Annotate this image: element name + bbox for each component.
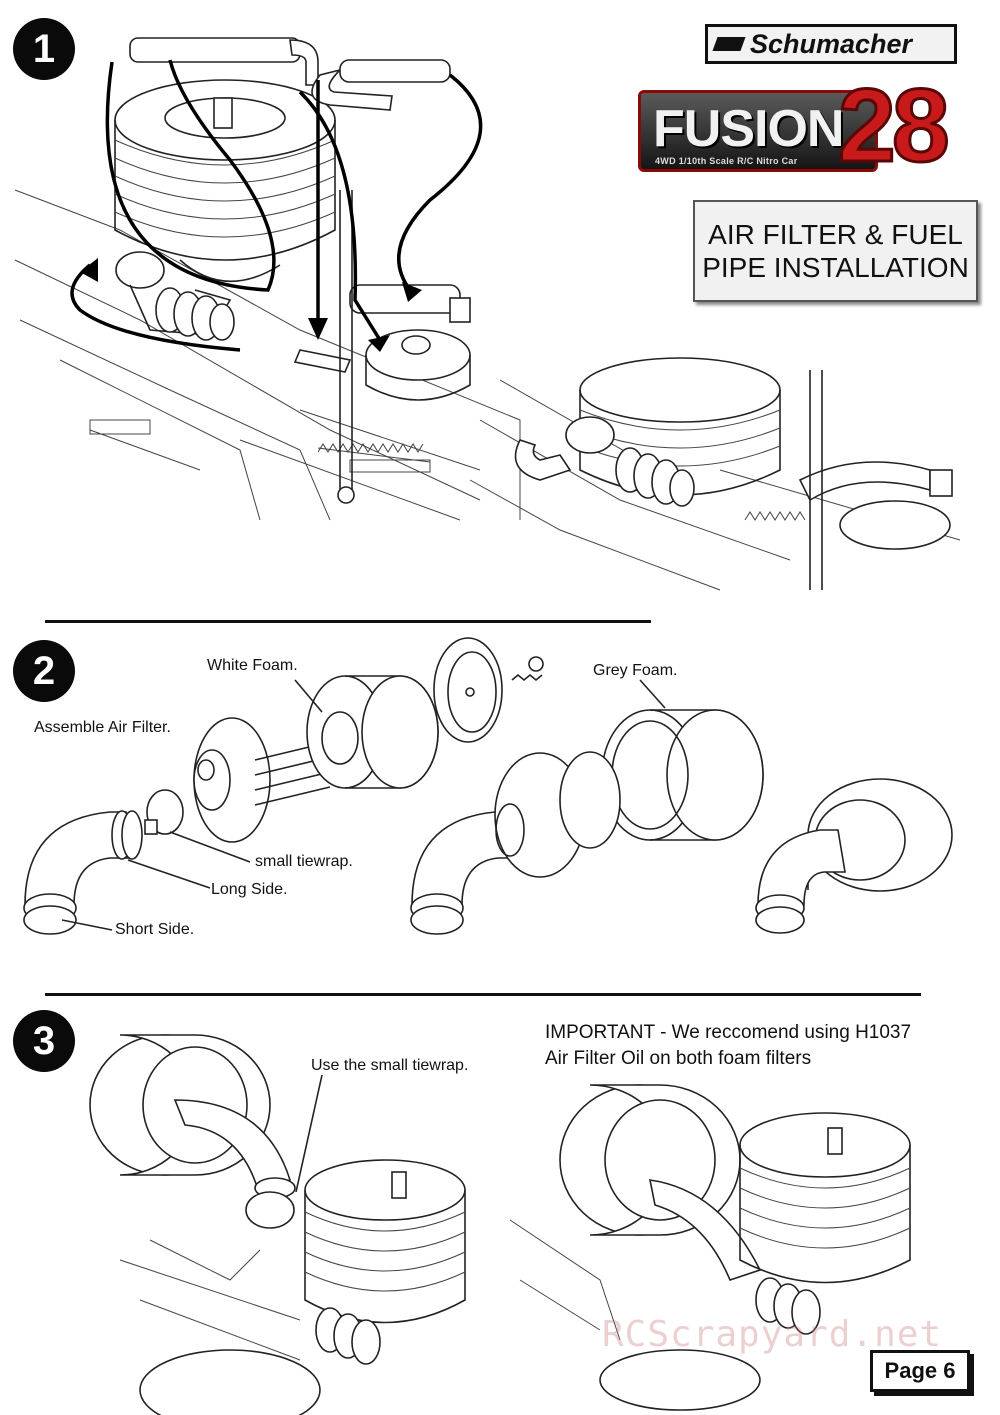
fusion-logo-subtitle: 4WD 1/10th Scale R/C Nitro Car	[655, 156, 798, 166]
fusion-logo-panel: FUSION 4WD 1/10th Scale R/C Nitro Car	[638, 90, 878, 172]
brand-name: Schumacher	[750, 28, 913, 59]
label-long-side: Long Side.	[211, 881, 288, 898]
label-use-small-tiewrap: Use the small tiewrap.	[311, 1057, 469, 1074]
step-2-instruction: Assemble Air Filter.	[34, 719, 171, 736]
step-1-engine	[114, 79, 336, 341]
important-note: IMPORTANT - We reccomend using H1037 Air…	[545, 1020, 911, 1072]
label-grey-foam: Grey Foam.	[593, 662, 678, 679]
label-small-tiewrap: small tiewrap.	[255, 853, 353, 870]
page-number: Page 6	[870, 1350, 970, 1392]
section-title-box: AIR FILTER & FUEL PIPE INSTALLATION	[693, 200, 978, 302]
section-title-line2: PIPE INSTALLATION	[702, 252, 969, 283]
step-3-right-assembly	[509, 1084, 911, 1411]
step-3-badge: 3	[13, 1010, 75, 1072]
important-note-line1: IMPORTANT - We reccomend using H1037	[545, 1022, 912, 1043]
watermark: RCScrapyard.net	[602, 1314, 943, 1355]
divider-step1-step2	[45, 620, 651, 623]
step-1-fuel-pipes	[129, 37, 471, 504]
label-white-foam: White Foam.	[207, 657, 298, 674]
section-title-line1: AIR FILTER & FUEL	[708, 219, 963, 250]
fusion-logo-word: FUSION	[653, 100, 844, 158]
step-1-chassis	[14, 189, 521, 521]
step-1-result-engine	[469, 357, 961, 591]
step-1-badge: 1	[13, 18, 75, 80]
step-3-left-assembly	[89, 1034, 466, 1415]
fusion-28-logo: FUSION 4WD 1/10th Scale R/C Nitro Car 28	[638, 73, 978, 180]
schumacher-logo: Schumacher	[705, 24, 957, 64]
fusion-logo-number: 28	[837, 68, 952, 184]
divider-step2-step3	[45, 993, 921, 996]
step-2-badge: 2	[13, 640, 75, 702]
step-1-assembly-arrows	[70, 59, 483, 352]
step-2-leader-lines	[61, 679, 666, 931]
step-2-exploded-filter	[23, 637, 953, 935]
important-note-line2: Air Filter Oil on both foam filters	[545, 1048, 812, 1069]
label-short-side: Short Side.	[115, 921, 195, 938]
